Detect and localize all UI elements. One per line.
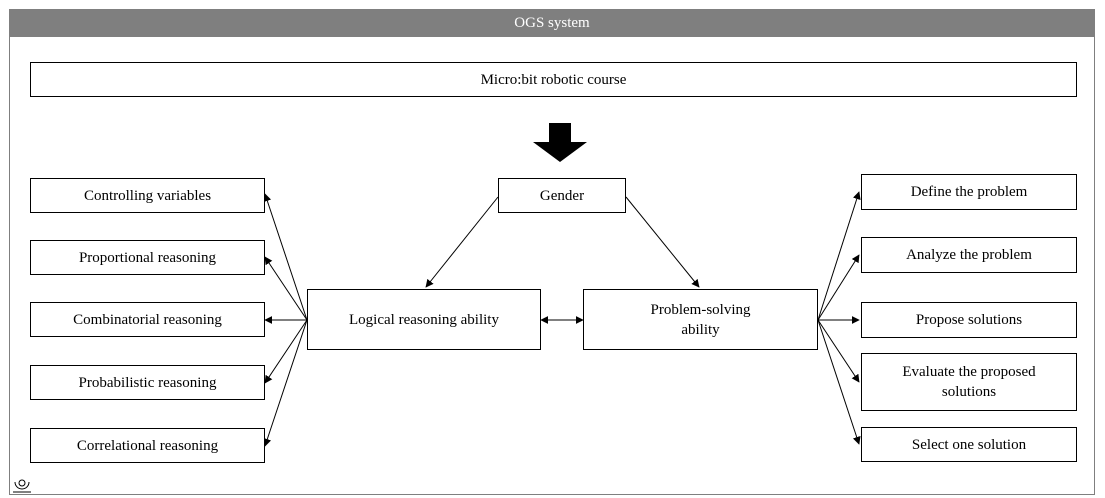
logical-component-box: Combinatorial reasoning: [30, 302, 265, 337]
problem-solving-label: Problem-solving ability: [650, 301, 751, 338]
arrow-logical-to-probabilistic-reasoning: [264, 319, 308, 384]
arrow-gender-to-logical: [425, 196, 499, 288]
gender-box: Gender: [498, 178, 626, 213]
scan-icon: [13, 479, 31, 493]
logical-component-box: Controlling variables: [30, 178, 265, 213]
logical-component-label: Probabilistic reasoning: [78, 374, 217, 391]
arrow-problem-solving-to-analyze: [817, 254, 860, 321]
header-bar: OGS system: [9, 9, 1095, 37]
problem-solving-box: Problem-solving ability: [583, 289, 818, 350]
problem-solving-step-box: Analyze the problem: [861, 237, 1077, 273]
logical-component-box: Probabilistic reasoning: [30, 365, 265, 400]
problem-solving-step-box: Propose solutions: [861, 302, 1077, 338]
problem-solving-step-label: Evaluate the proposed solutions: [902, 364, 1036, 400]
problem-solving-step-box: Evaluate the proposed solutions: [861, 353, 1077, 411]
logical-component-label: Proportional reasoning: [78, 249, 217, 266]
arrow-logical-to-proportional-reasoning: [264, 256, 308, 321]
problem-solving-step-label: Analyze the problem: [906, 247, 1032, 263]
arrow-logical-to-controlling-variables: [263, 193, 308, 321]
problem-solving-step-label: Select one solution: [911, 436, 1027, 453]
arrow-gender-to-problem-solving: [625, 196, 700, 288]
header-title: OGS system: [514, 14, 590, 31]
problem-solving-step-label: Propose solutions: [915, 312, 1023, 328]
logical-component-box: Proportional reasoning: [30, 240, 265, 275]
logical-component-box: Correlational reasoning: [30, 428, 265, 463]
logical-reasoning-label: Logical reasoning ability: [349, 311, 499, 328]
arrow-problem-solving-to-define: [817, 191, 861, 321]
course-box: Micro:bit robotic course: [30, 62, 1077, 97]
arrow-logical-to-correlational-reasoning: [263, 319, 308, 447]
course-label: Micro:bit robotic course: [480, 71, 627, 88]
thick-down-arrow-icon: [533, 123, 587, 162]
logical-component-label: Controlling variables: [83, 187, 212, 204]
problem-solving-step-label: Define the problem: [910, 184, 1028, 200]
logical-component-label: Correlational reasoning: [76, 437, 219, 454]
arrow-problem-solving-to-select: [817, 319, 861, 445]
gender-label: Gender: [539, 187, 585, 204]
problem-solving-step-box: Define the problem: [861, 174, 1077, 210]
arrow-problem-solving-to-evaluate: [817, 319, 860, 383]
logical-reasoning-box: Logical reasoning ability: [307, 289, 541, 350]
logical-component-label: Combinatorial reasoning: [73, 311, 222, 328]
problem-solving-step-box: Select one solution: [861, 427, 1077, 462]
